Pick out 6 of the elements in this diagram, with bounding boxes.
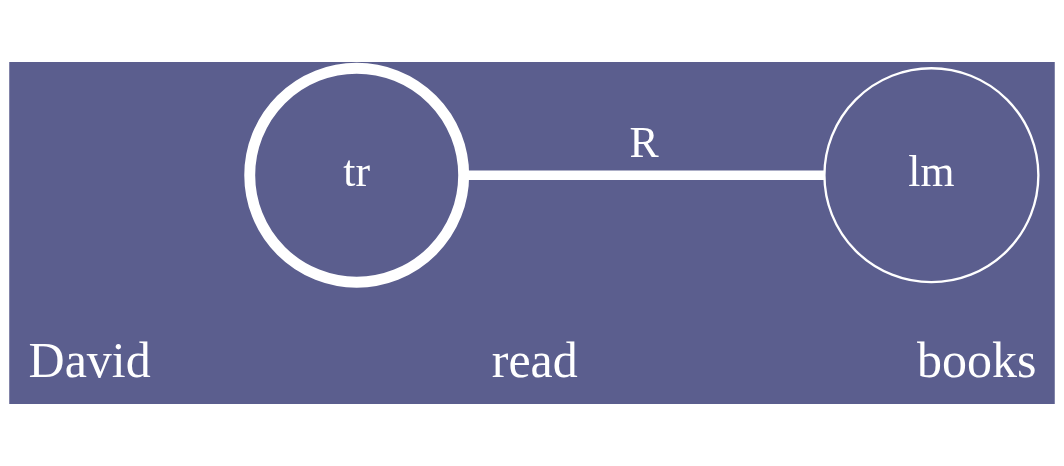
edge-label: R xyxy=(629,118,659,167)
node-circle: tr xyxy=(244,62,470,288)
node-label: books xyxy=(916,331,1037,388)
node-label: David xyxy=(28,331,151,388)
label: read xyxy=(491,331,578,388)
node-circle: lm xyxy=(823,67,1040,284)
